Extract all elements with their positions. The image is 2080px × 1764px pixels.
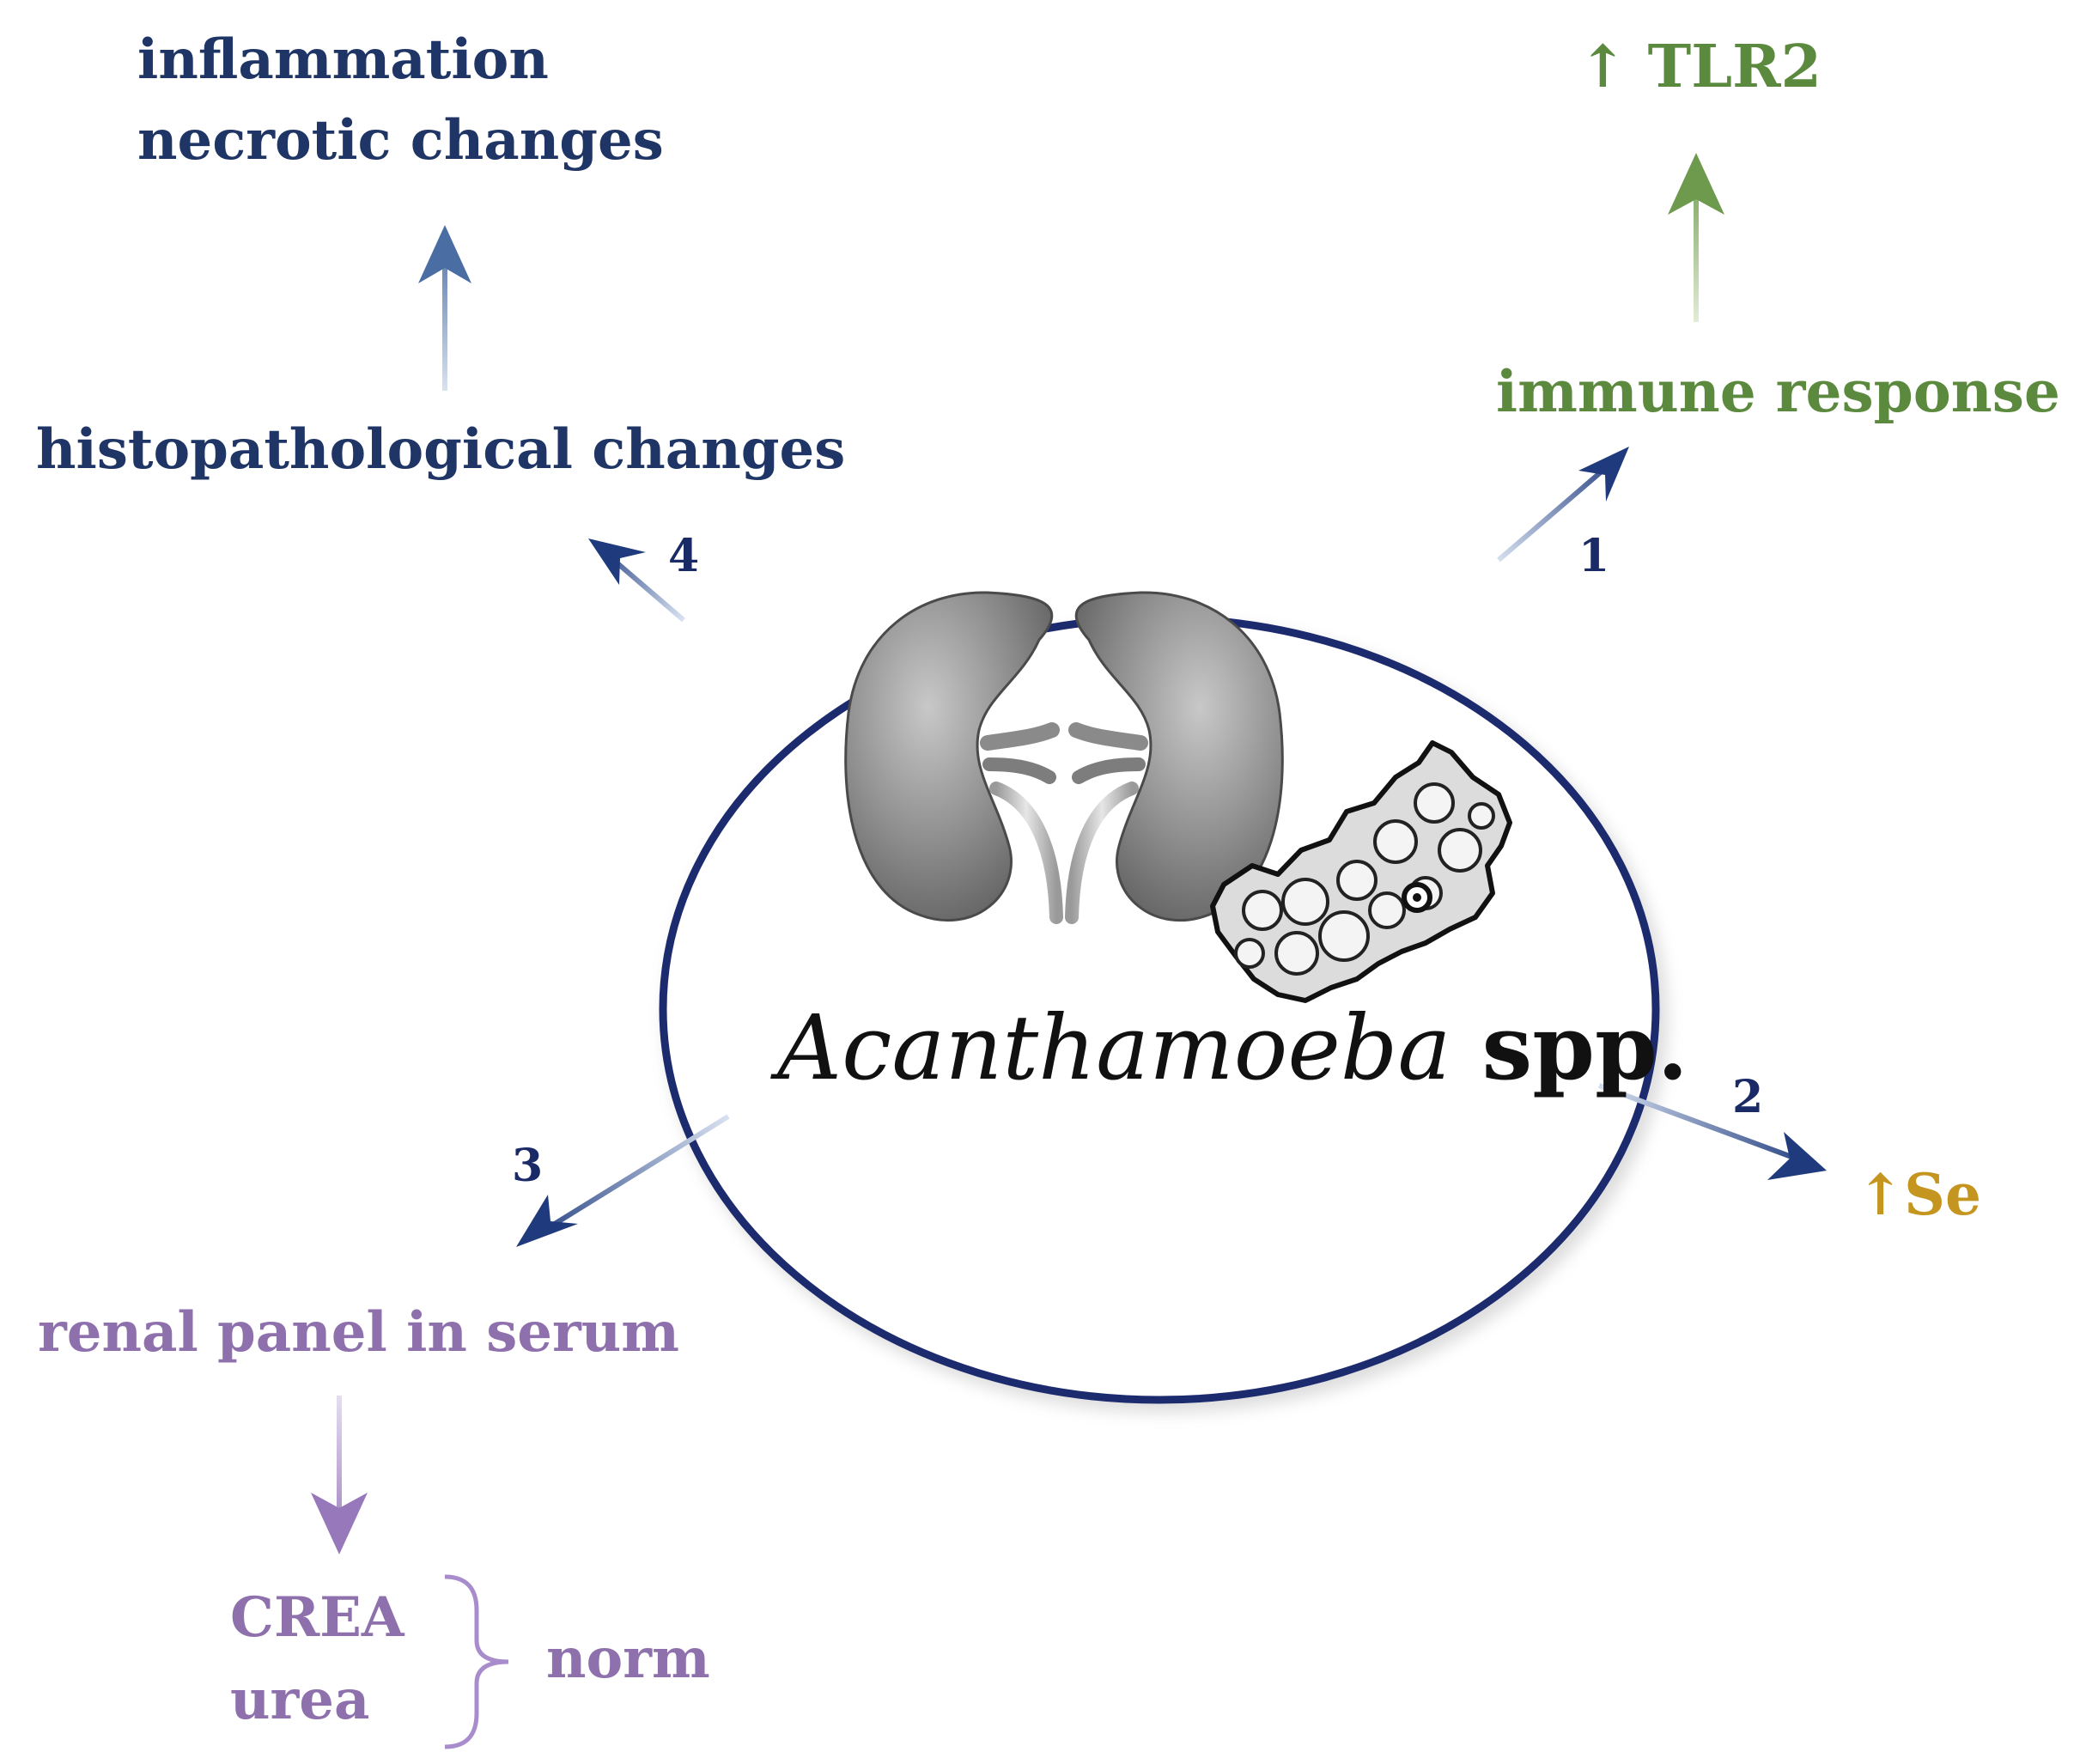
norm-label: norm: [546, 1627, 710, 1691]
branch-number-3: 3: [512, 1140, 544, 1192]
inflammation-label: inflammation: [137, 27, 549, 92]
tlr2-label: ↑ TLR2: [1578, 33, 1822, 101]
branch-number-1: 1: [1578, 530, 1610, 582]
arrow-3: [516, 1114, 730, 1247]
arrow-4: [588, 538, 685, 623]
necrotic-changes-label: necrotic changes: [137, 108, 664, 173]
immune-response-label: immune response: [1496, 358, 2060, 425]
renal-panel-label: renal panel in serum: [38, 1300, 679, 1365]
arrow-1: [1497, 447, 1629, 563]
arrow-immune-up: [1668, 153, 1724, 322]
amoeba-cyst-icon: [1210, 740, 1512, 1003]
species-label: Acanthamoeba spp.: [777, 1003, 1688, 1093]
urea-label: urea: [230, 1668, 370, 1732]
grouping-brace: [444, 1574, 509, 1749]
arrow-histo-up: [418, 225, 471, 391]
selenium-label: ↑Se: [1857, 1161, 1981, 1228]
species-genus: Acanthamoeba: [777, 995, 1451, 1100]
crea-label: CREA: [230, 1585, 404, 1650]
branch-number-4: 4: [668, 530, 700, 582]
arrow-renal-down: [311, 1396, 368, 1554]
kidney-left-icon: [844, 591, 1063, 924]
arrow-2: [1597, 1083, 1827, 1180]
histopathological-changes-label: histopathological changes: [36, 417, 846, 482]
branch-number-2: 2: [1732, 1071, 1764, 1123]
species-suffix: spp.: [1451, 995, 1688, 1100]
